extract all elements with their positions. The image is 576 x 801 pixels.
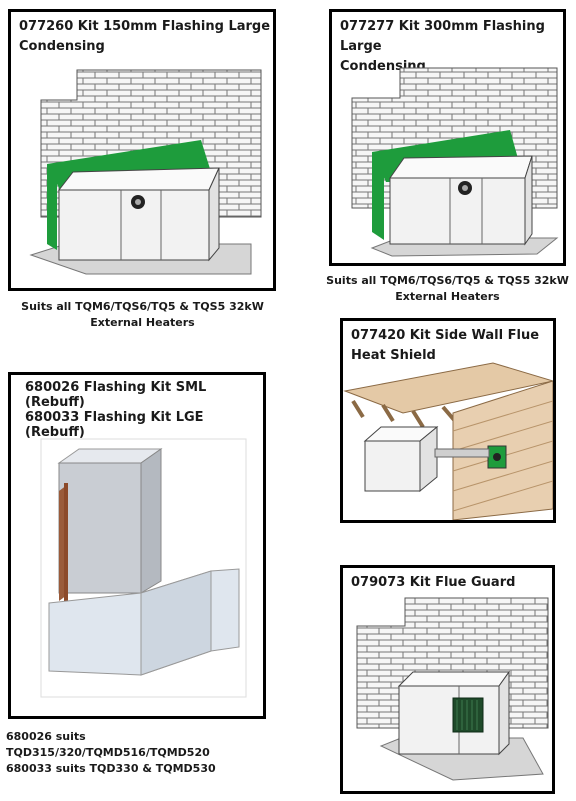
rebuff-flashing-illustration (40, 438, 247, 698)
caption-680026-680033: 680026 suits TQD315/320/TQMD516/TQMD520 … (6, 730, 216, 775)
caption-077260: Suits all TQM6/TQS6/TQ5 & TQS5 32kW Exte… (21, 300, 264, 329)
product-panel-077420: 077420 Kit Side Wall Flue Heat Shield (340, 318, 556, 523)
product-title-680033: 680033 Flashing Kit LGE (Rebuff) (25, 410, 204, 440)
flashing-kit-150-illustration (29, 69, 262, 275)
product-title-077420: 077420 Kit Side Wall Flue Heat Shield (351, 328, 540, 363)
product-panel-077260: 077260 Kit 150mm Flashing Large Condensi… (8, 9, 276, 291)
product-title-680026: 680026 Flashing Kit SML (Rebuff) (25, 380, 207, 410)
product-title-077277: 077277 Kit 300mm Flashing Large Condensi… (340, 19, 545, 74)
product-title-077260: 077260 Kit 150mm Flashing Large Condensi… (19, 19, 271, 54)
flue-guard-illustration (356, 597, 549, 781)
heat-shield-illustration (343, 362, 553, 520)
flashing-kit-300-illustration (351, 67, 559, 257)
product-panel-680026-680033: 680026 Flashing Kit SML (Rebuff) 680033 … (8, 372, 266, 719)
product-title-079073: 079073 Kit Flue Guard (351, 575, 516, 590)
product-panel-079073: 079073 Kit Flue Guard (340, 565, 555, 794)
caption-077277: Suits all TQM6/TQS6/TQ5 & TQS5 32kW Exte… (326, 274, 569, 303)
product-panel-077277: 077277 Kit 300mm Flashing Large Condensi… (329, 9, 566, 266)
